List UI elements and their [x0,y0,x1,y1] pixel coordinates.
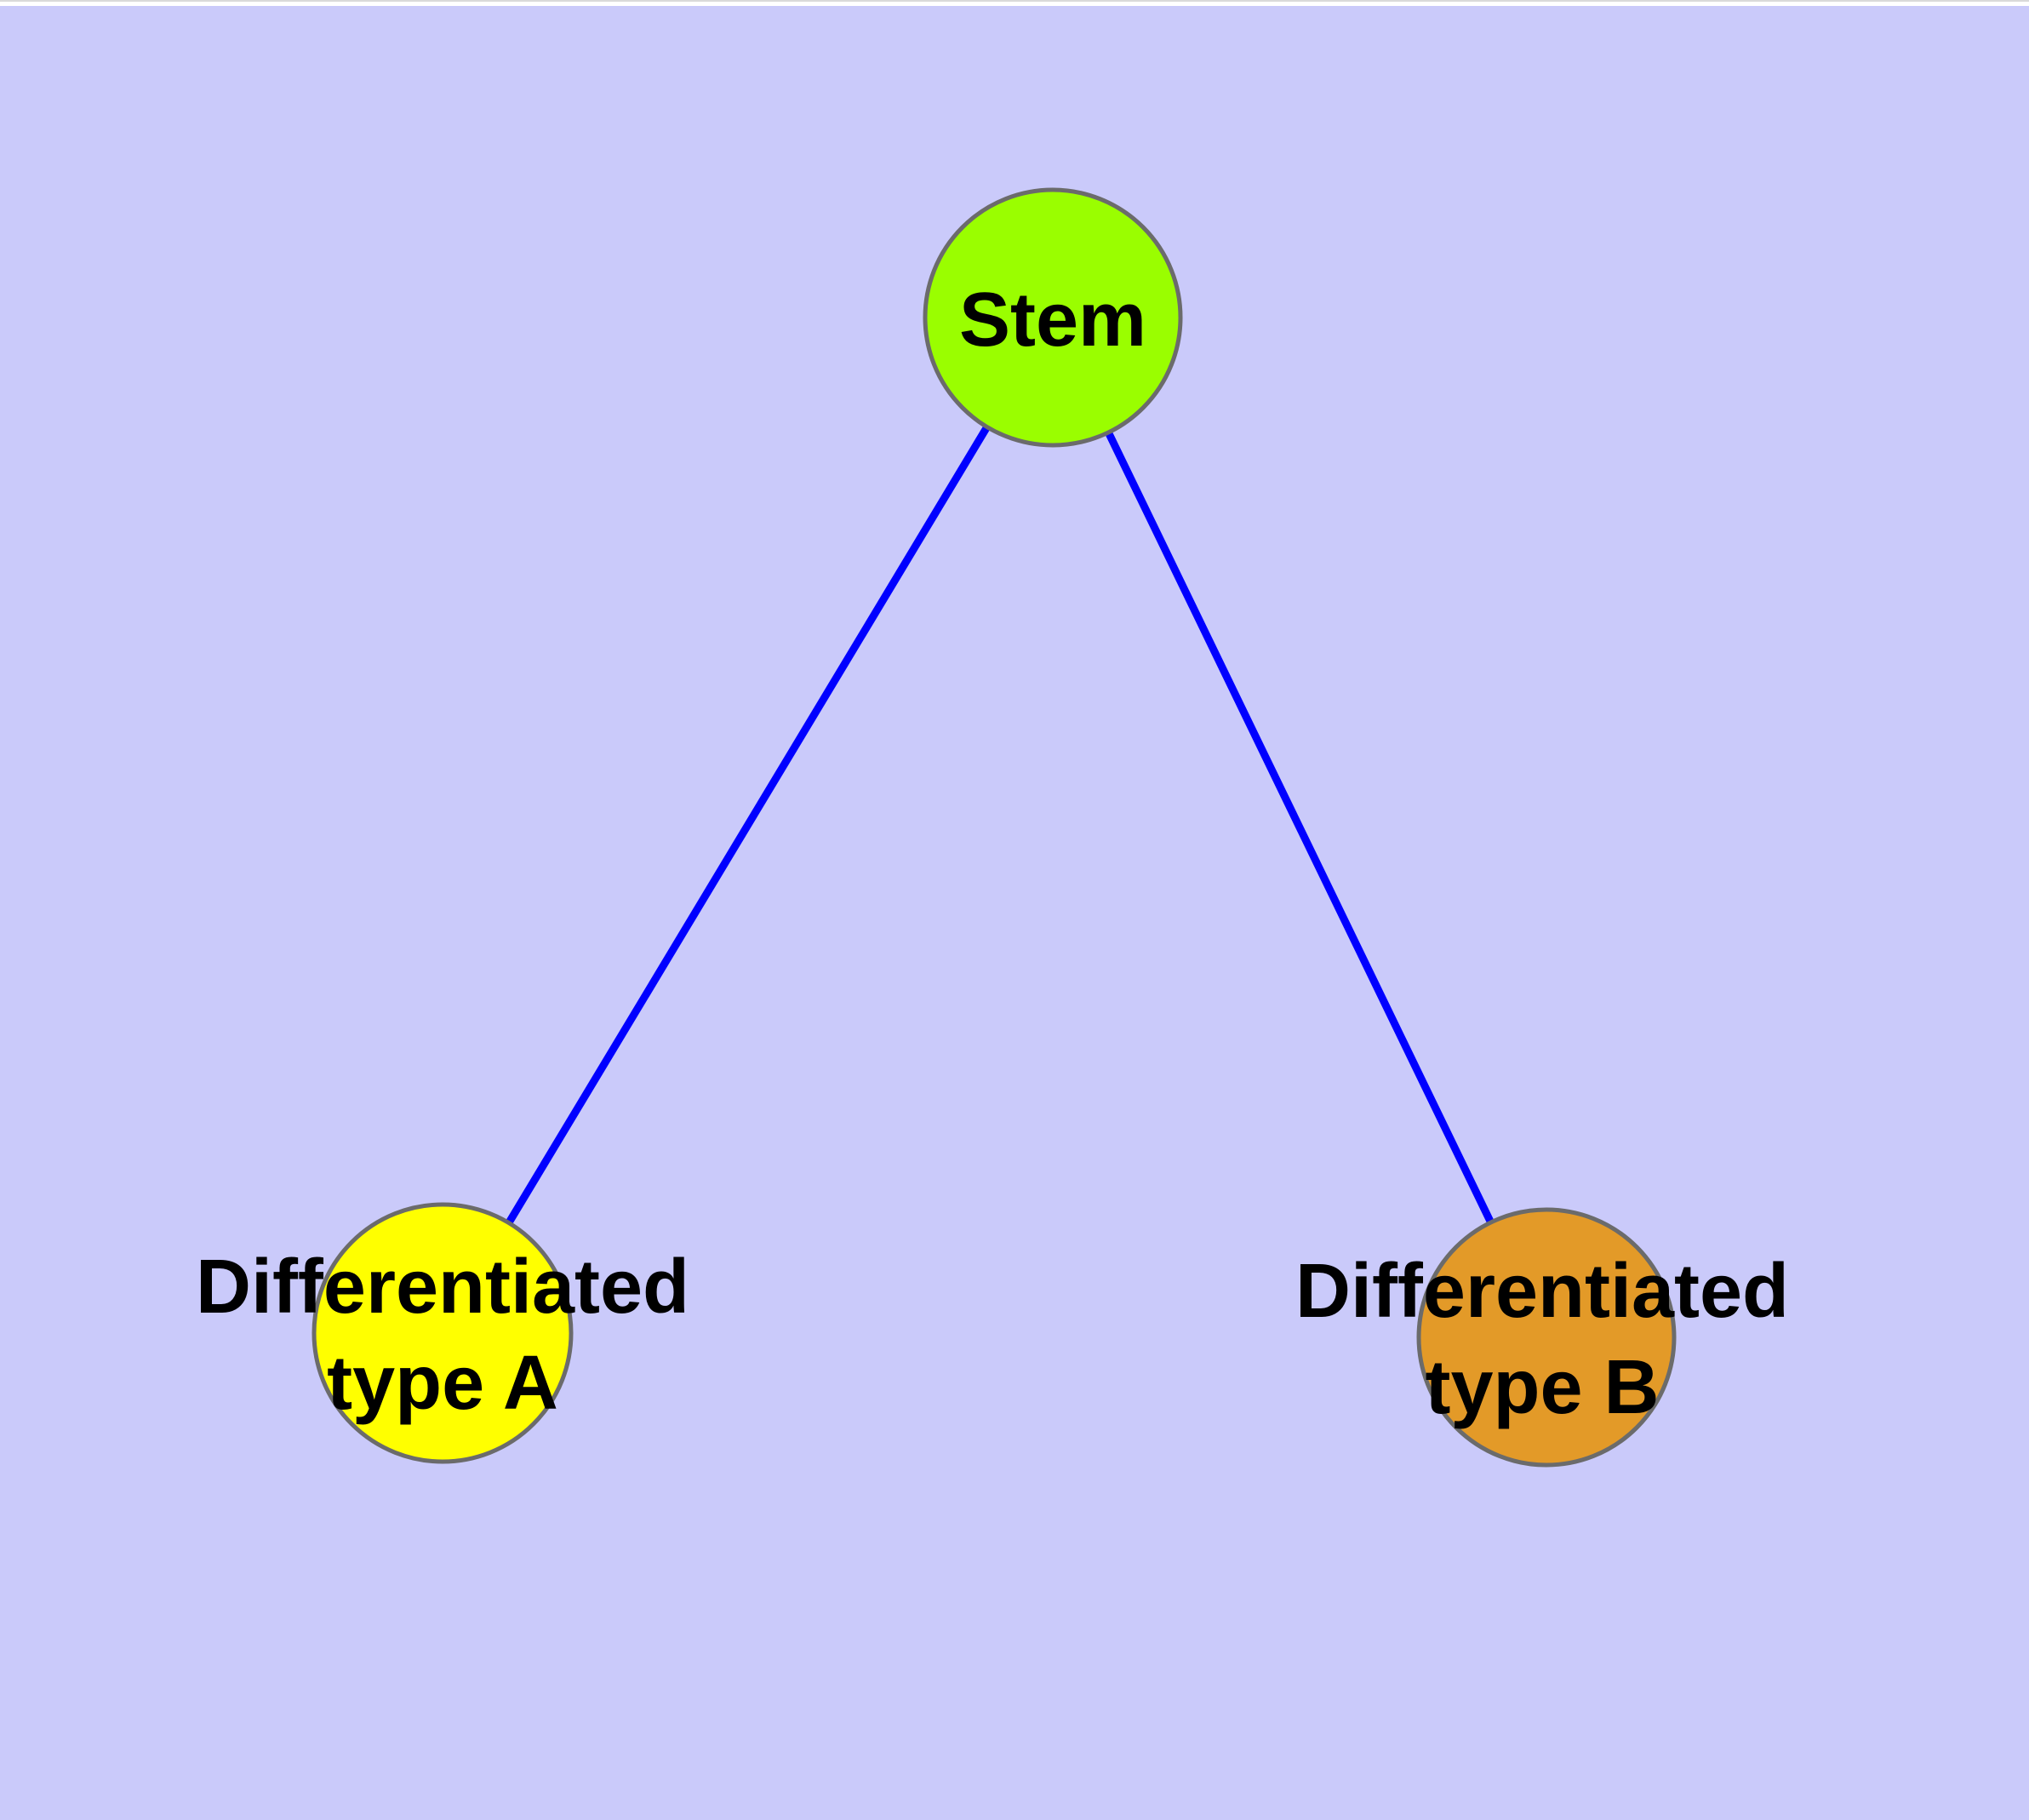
node-stem [923,187,1183,448]
node-differentiated-type-b-label-line1: Differentiated [1295,1249,1789,1334]
node-differentiated-type-b [1416,1207,1677,1468]
window-top-strip [0,0,2029,6]
edge-stem-to-type-b [1049,316,1551,1339]
window-top-strip-edge [0,0,2029,2]
node-differentiated-type-a-label-line2: type A [327,1341,558,1426]
node-differentiated-type-b-label-line2: type B [1425,1345,1659,1430]
node-differentiated-type-a-label-line1: Differentiated [196,1245,689,1330]
node-stem-label: Stem [959,278,1146,363]
edge-stem-to-type-a [439,315,1056,1336]
node-differentiated-type-a [311,1202,574,1464]
